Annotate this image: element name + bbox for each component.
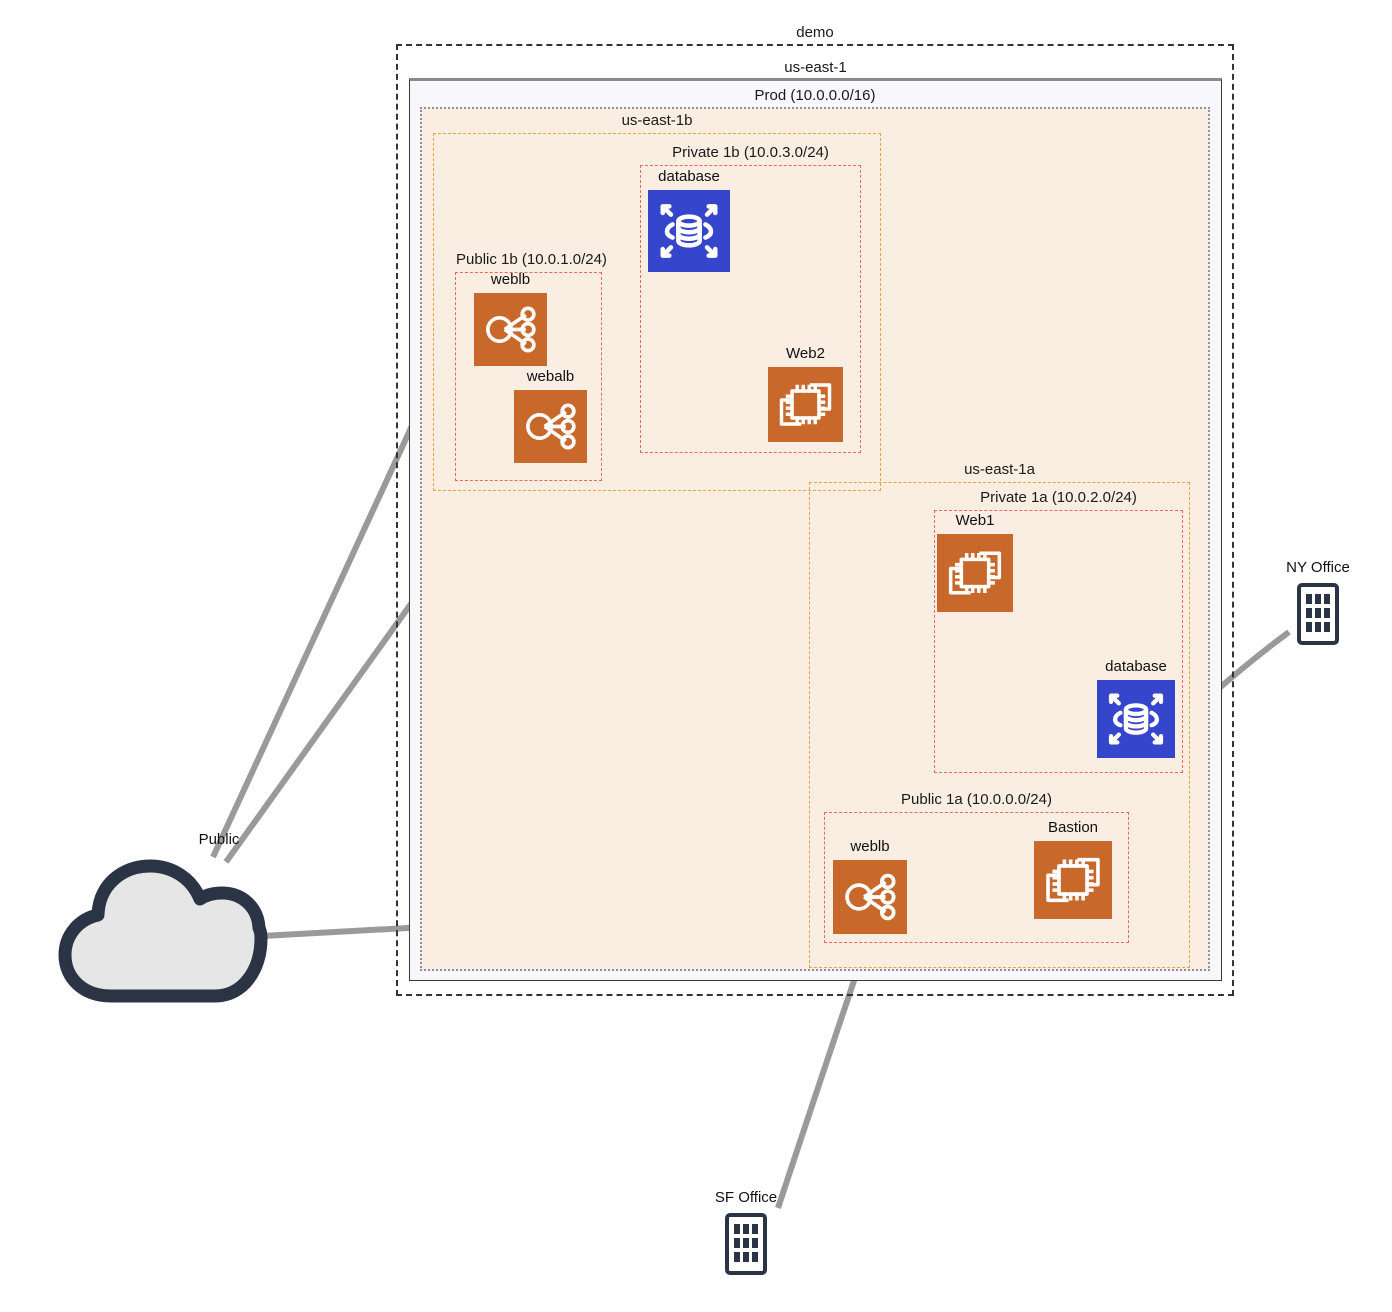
container-prod-vpc: Prod (10.0.0.0/16) [420, 88, 1210, 971]
container-private-1b: Private 1b (10.0.3.0/24) [640, 145, 861, 453]
node-database-1b-label: database [658, 168, 720, 185]
node-sf-office[interactable]: SF Office [715, 1190, 777, 1277]
node-weblb-1b-label: weblb [490, 271, 531, 288]
node-web2[interactable]: Web2 [768, 346, 843, 442]
container-us-east-1b: us-east-1b [433, 113, 881, 491]
ec2-instance-icon [948, 551, 1002, 595]
node-sf-office-label: SF Office [714, 1189, 778, 1206]
office-building-icon [1297, 583, 1339, 645]
database-icon [1108, 693, 1164, 745]
node-web1-label: Web1 [955, 512, 995, 529]
container-private-1a: Private 1a (10.0.2.0/24) [934, 490, 1183, 773]
database-icon [660, 204, 718, 258]
container-public-1a-label: Public 1a (10.0.0.0/24) [901, 791, 1052, 808]
node-weblb-1a[interactable]: weblb [833, 839, 907, 934]
ec2-instance-icon [1046, 857, 1100, 903]
container-us-east-1b-label: us-east-1b [621, 112, 693, 129]
node-weblb-1a-label: weblb [850, 838, 890, 855]
node-webalb-1b-label: webalb [526, 368, 575, 385]
node-database-1b[interactable]: database [648, 169, 730, 272]
container-us-east-1a: us-east-1a [809, 462, 1190, 968]
node-web1[interactable]: Web1 [937, 513, 1013, 612]
load-balancer-icon [845, 873, 896, 921]
ec2-instance-icon [779, 383, 832, 426]
container-prod-vpc-label: Prod (10.0.0.0/16) [754, 87, 876, 104]
container-us-east-1a-label: us-east-1a [964, 461, 1035, 478]
container-us-east-1-label: us-east-1 [784, 59, 847, 76]
container-public-1a: Public 1a (10.0.0.0/24) [824, 792, 1129, 943]
node-weblb-1b[interactable]: weblb [474, 272, 547, 366]
load-balancer-icon [526, 403, 576, 450]
container-demo: demo [396, 25, 1234, 996]
office-building-icon [725, 1213, 767, 1275]
container-demo-label: demo [796, 24, 834, 41]
node-database-1a-label: database [1105, 658, 1167, 675]
node-bastion-label: Bastion [1047, 819, 1099, 836]
node-public-cloud-label: Public [198, 831, 240, 848]
container-public-1b-label: Public 1b (10.0.1.0/24) [456, 251, 607, 268]
node-webalb-1b[interactable]: webalb [514, 369, 587, 463]
cloud-icon [58, 859, 268, 1003]
load-balancer-icon [486, 306, 536, 353]
node-database-1a[interactable]: database [1097, 659, 1175, 758]
container-private-1a-label: Private 1a (10.0.2.0/24) [980, 489, 1137, 506]
container-private-1b-label: Private 1b (10.0.3.0/24) [672, 144, 829, 161]
container-public-1b: Public 1b (10.0.1.0/24) [455, 252, 607, 481]
node-ny-office[interactable]: NY Office [1286, 560, 1350, 647]
node-ny-office-label: NY Office [1286, 559, 1350, 576]
node-public-cloud[interactable]: Public [57, 832, 269, 1003]
node-bastion[interactable]: Bastion [1034, 820, 1112, 919]
node-web2-label: Web2 [786, 345, 825, 362]
